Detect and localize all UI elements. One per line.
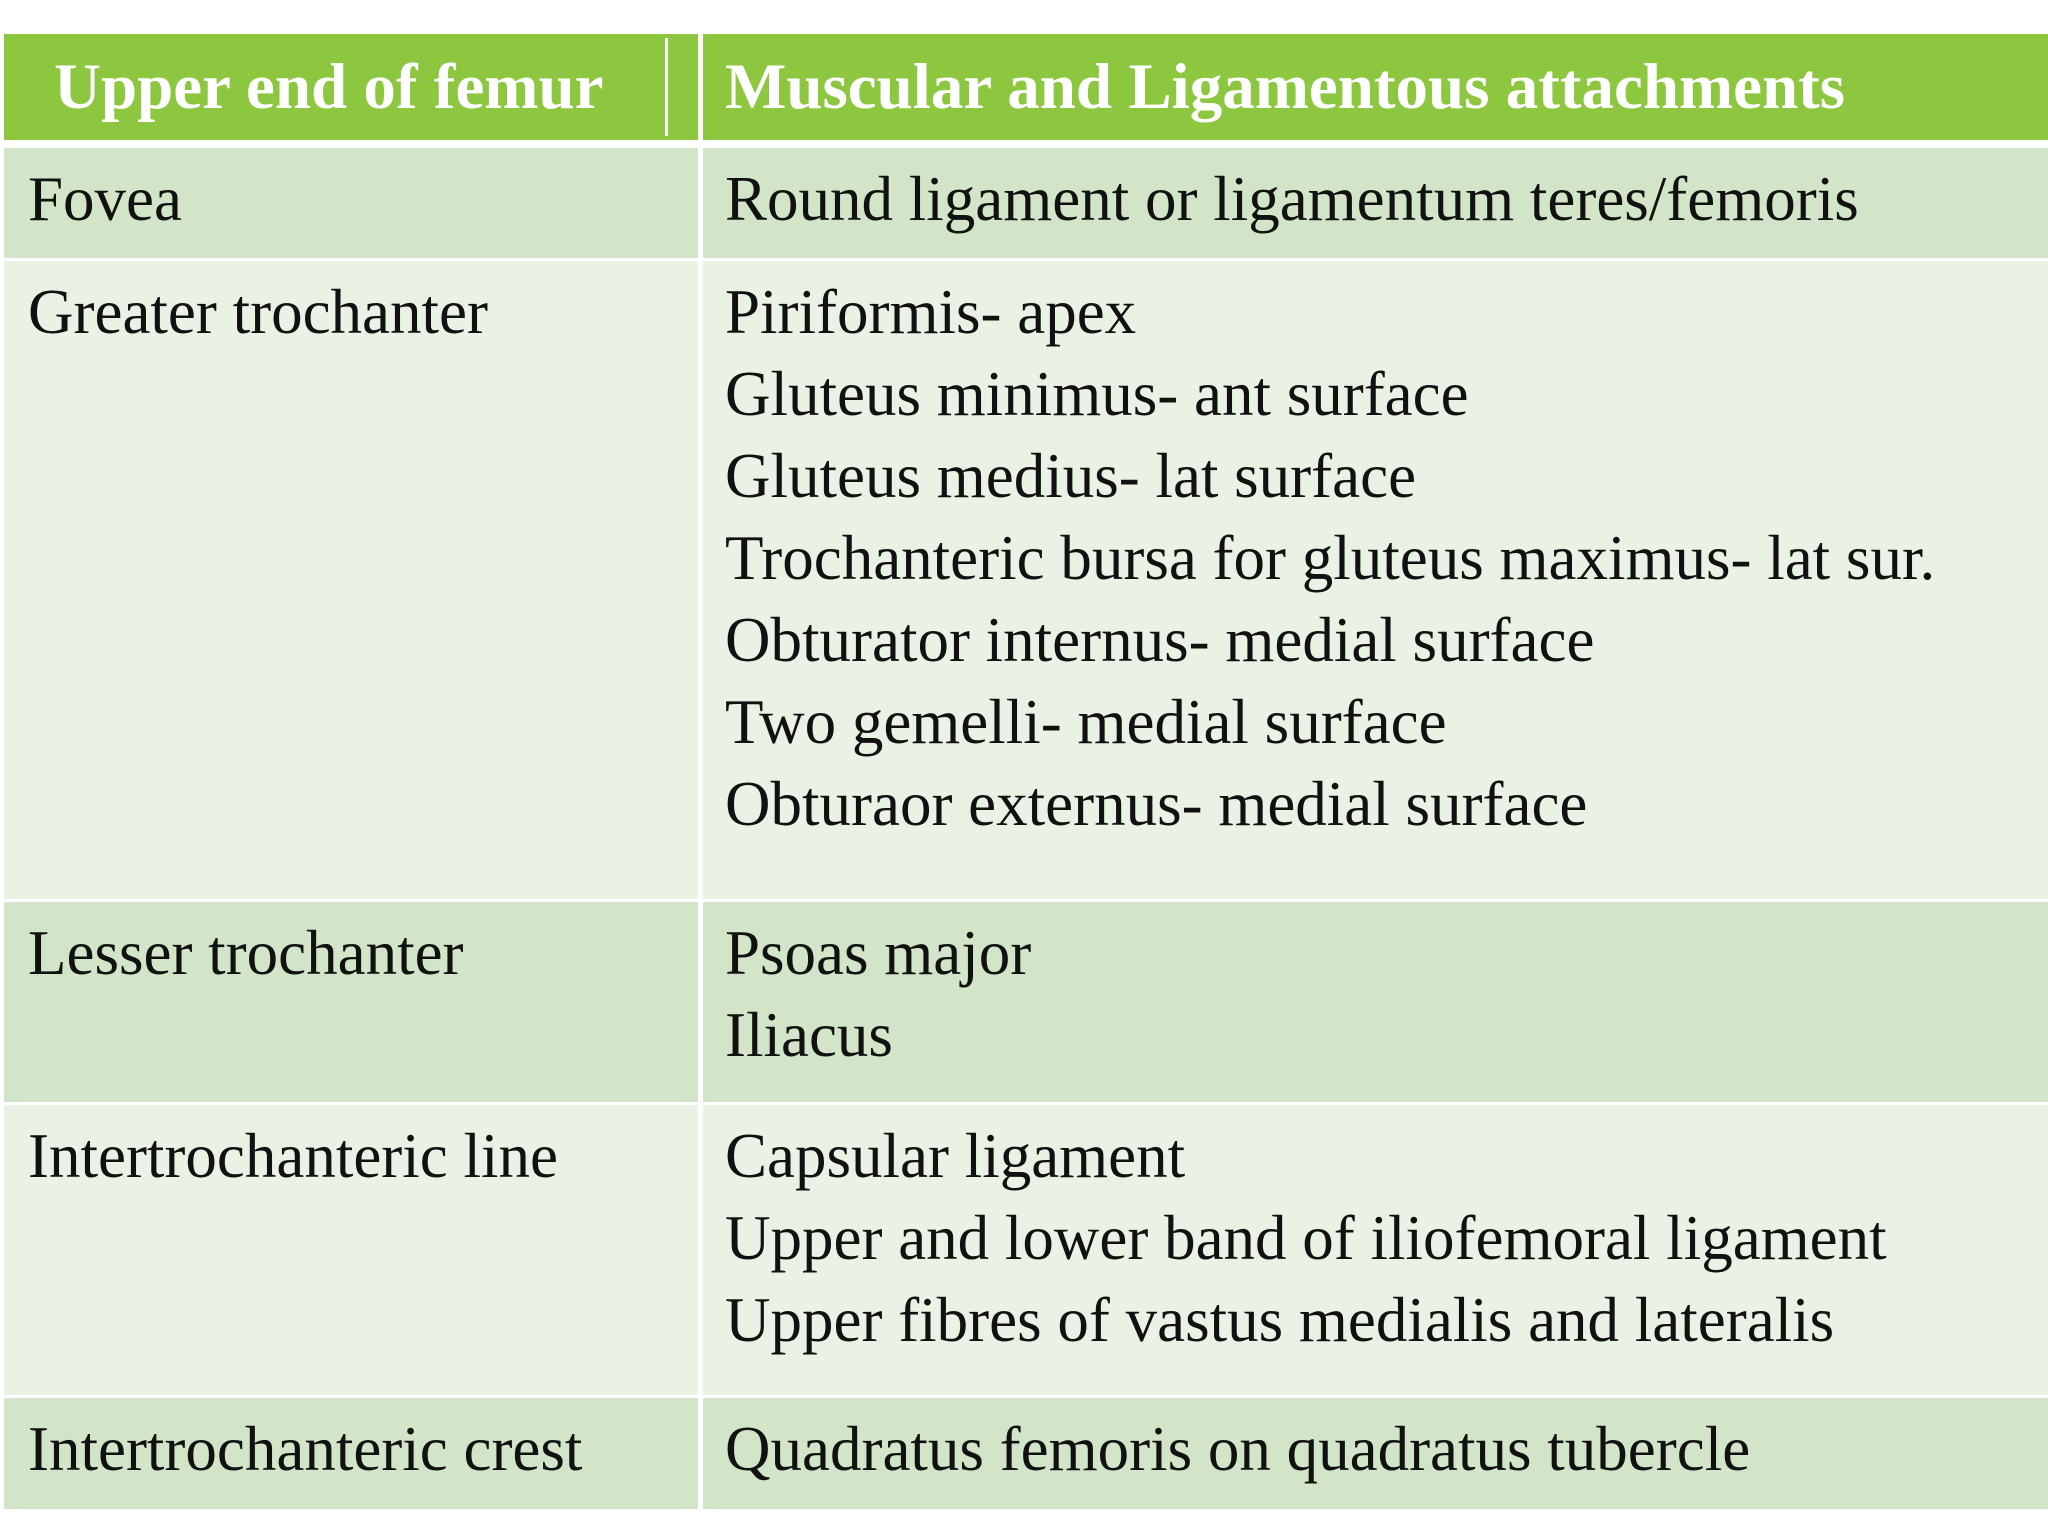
region-cell: Greater trochanter	[4, 261, 703, 902]
attachment-line: Quadratus femoris on quadratus tubercle	[725, 1414, 1751, 1484]
attachment-line: Obturaor externus- medial surface	[725, 769, 1588, 839]
attachment-line: Psoas major	[725, 918, 1032, 988]
attachment-line: Gluteus medius- lat surface	[725, 441, 1417, 511]
attachment-line: Piriformis- apex	[725, 277, 1137, 347]
attachment-line: Two gemelli- medial surface	[725, 687, 1447, 757]
attachment-line: Trochanteric bursa for gluteus maximus- …	[725, 523, 1936, 593]
attachments-cell: Capsular ligament Upper and lower band o…	[703, 1105, 2048, 1398]
attachments-cell: Psoas major Iliacus	[703, 902, 2048, 1105]
attachment-line: Upper and lower band of iliofemoral liga…	[725, 1203, 1887, 1273]
attachment-line: Iliacus	[725, 1000, 893, 1070]
table-header-row: Upper end of femur Muscular and Ligament…	[4, 34, 2048, 148]
region-cell: Fovea	[4, 148, 703, 261]
attachments-cell: Piriformis- apex Gluteus minimus- ant su…	[703, 261, 2048, 902]
table-row-greater-trochanter: Greater trochanter Piriformis- apex Glut…	[4, 261, 2048, 902]
attachments-cell: Round ligament or ligamentum teres/femor…	[703, 148, 2048, 261]
header-region: Upper end of femur	[4, 34, 703, 148]
attachment-line: Gluteus minimus- ant surface	[725, 359, 1469, 429]
table-row-lesser-trochanter: Lesser trochanter Psoas major Iliacus	[4, 902, 2048, 1105]
region-cell: Lesser trochanter	[4, 902, 703, 1105]
attachment-line: Obturator internus- medial surface	[725, 605, 1595, 675]
attachment-line: Upper fibres of vastus medialis and late…	[725, 1285, 1835, 1355]
table-row-intertrochanteric-crest: Intertrochanteric crest Quadratus femori…	[4, 1398, 2048, 1512]
table-row-intertrochanteric-line: Intertrochanteric line Capsular ligament…	[4, 1105, 2048, 1398]
region-cell: Intertrochanteric crest	[4, 1398, 703, 1512]
table-row-fovea: Fovea Round ligament or ligamentum teres…	[4, 148, 2048, 261]
region-cell: Intertrochanteric line	[4, 1105, 703, 1398]
attachment-line: Round ligament or ligamentum teres/femor…	[725, 164, 1859, 234]
attachments-cell: Quadratus femoris on quadratus tubercle	[703, 1398, 2048, 1512]
header-attachments: Muscular and Ligamentous attachments	[703, 34, 2048, 148]
femur-attachments-table: Upper end of femur Muscular and Ligament…	[4, 34, 2048, 1512]
attachment-line: Capsular ligament	[725, 1121, 1186, 1191]
